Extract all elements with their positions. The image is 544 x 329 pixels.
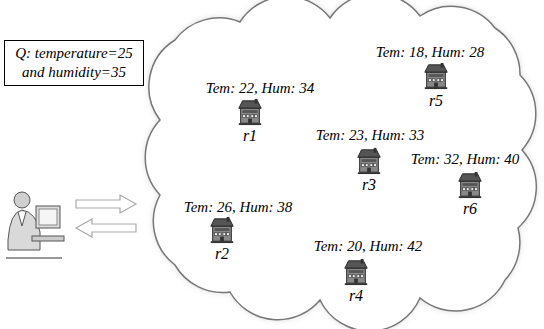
house-icon: [425, 63, 447, 89]
house-icon: [239, 99, 261, 125]
sensor-reading: Tem: 20, Hum: 42: [314, 238, 423, 255]
record-id: r3: [362, 176, 376, 193]
sensor-reading: Tem: 22, Hum: 34: [206, 80, 315, 97]
user-icon: [6, 192, 64, 258]
query-box: Q: temperature=25 and humidity=35: [4, 40, 144, 86]
sensor-reading: Tem: 23, Hum: 33: [316, 127, 425, 144]
sensor-reading: Tem: 18, Hum: 28: [376, 44, 485, 61]
record-id: r2: [215, 245, 229, 262]
cloud-outline: [145, 0, 536, 329]
query-text: Q: temperature=25 and humidity=35: [10, 44, 138, 82]
record-id: r5: [429, 92, 443, 109]
response-arrow: [76, 219, 136, 237]
house-icon: [459, 172, 481, 198]
house-icon: [345, 259, 367, 285]
house-icon: [358, 148, 380, 174]
record-id: r4: [349, 287, 363, 304]
cloud-shadow: [145, 0, 536, 329]
record-id: r6: [463, 200, 477, 217]
sensor-reading: Tem: 32, Hum: 40: [411, 151, 520, 168]
request-arrow: [76, 195, 136, 213]
sensor-reading: Tem: 26, Hum: 38: [184, 199, 293, 216]
house-icon: [211, 217, 233, 243]
record-id: r1: [243, 127, 257, 144]
